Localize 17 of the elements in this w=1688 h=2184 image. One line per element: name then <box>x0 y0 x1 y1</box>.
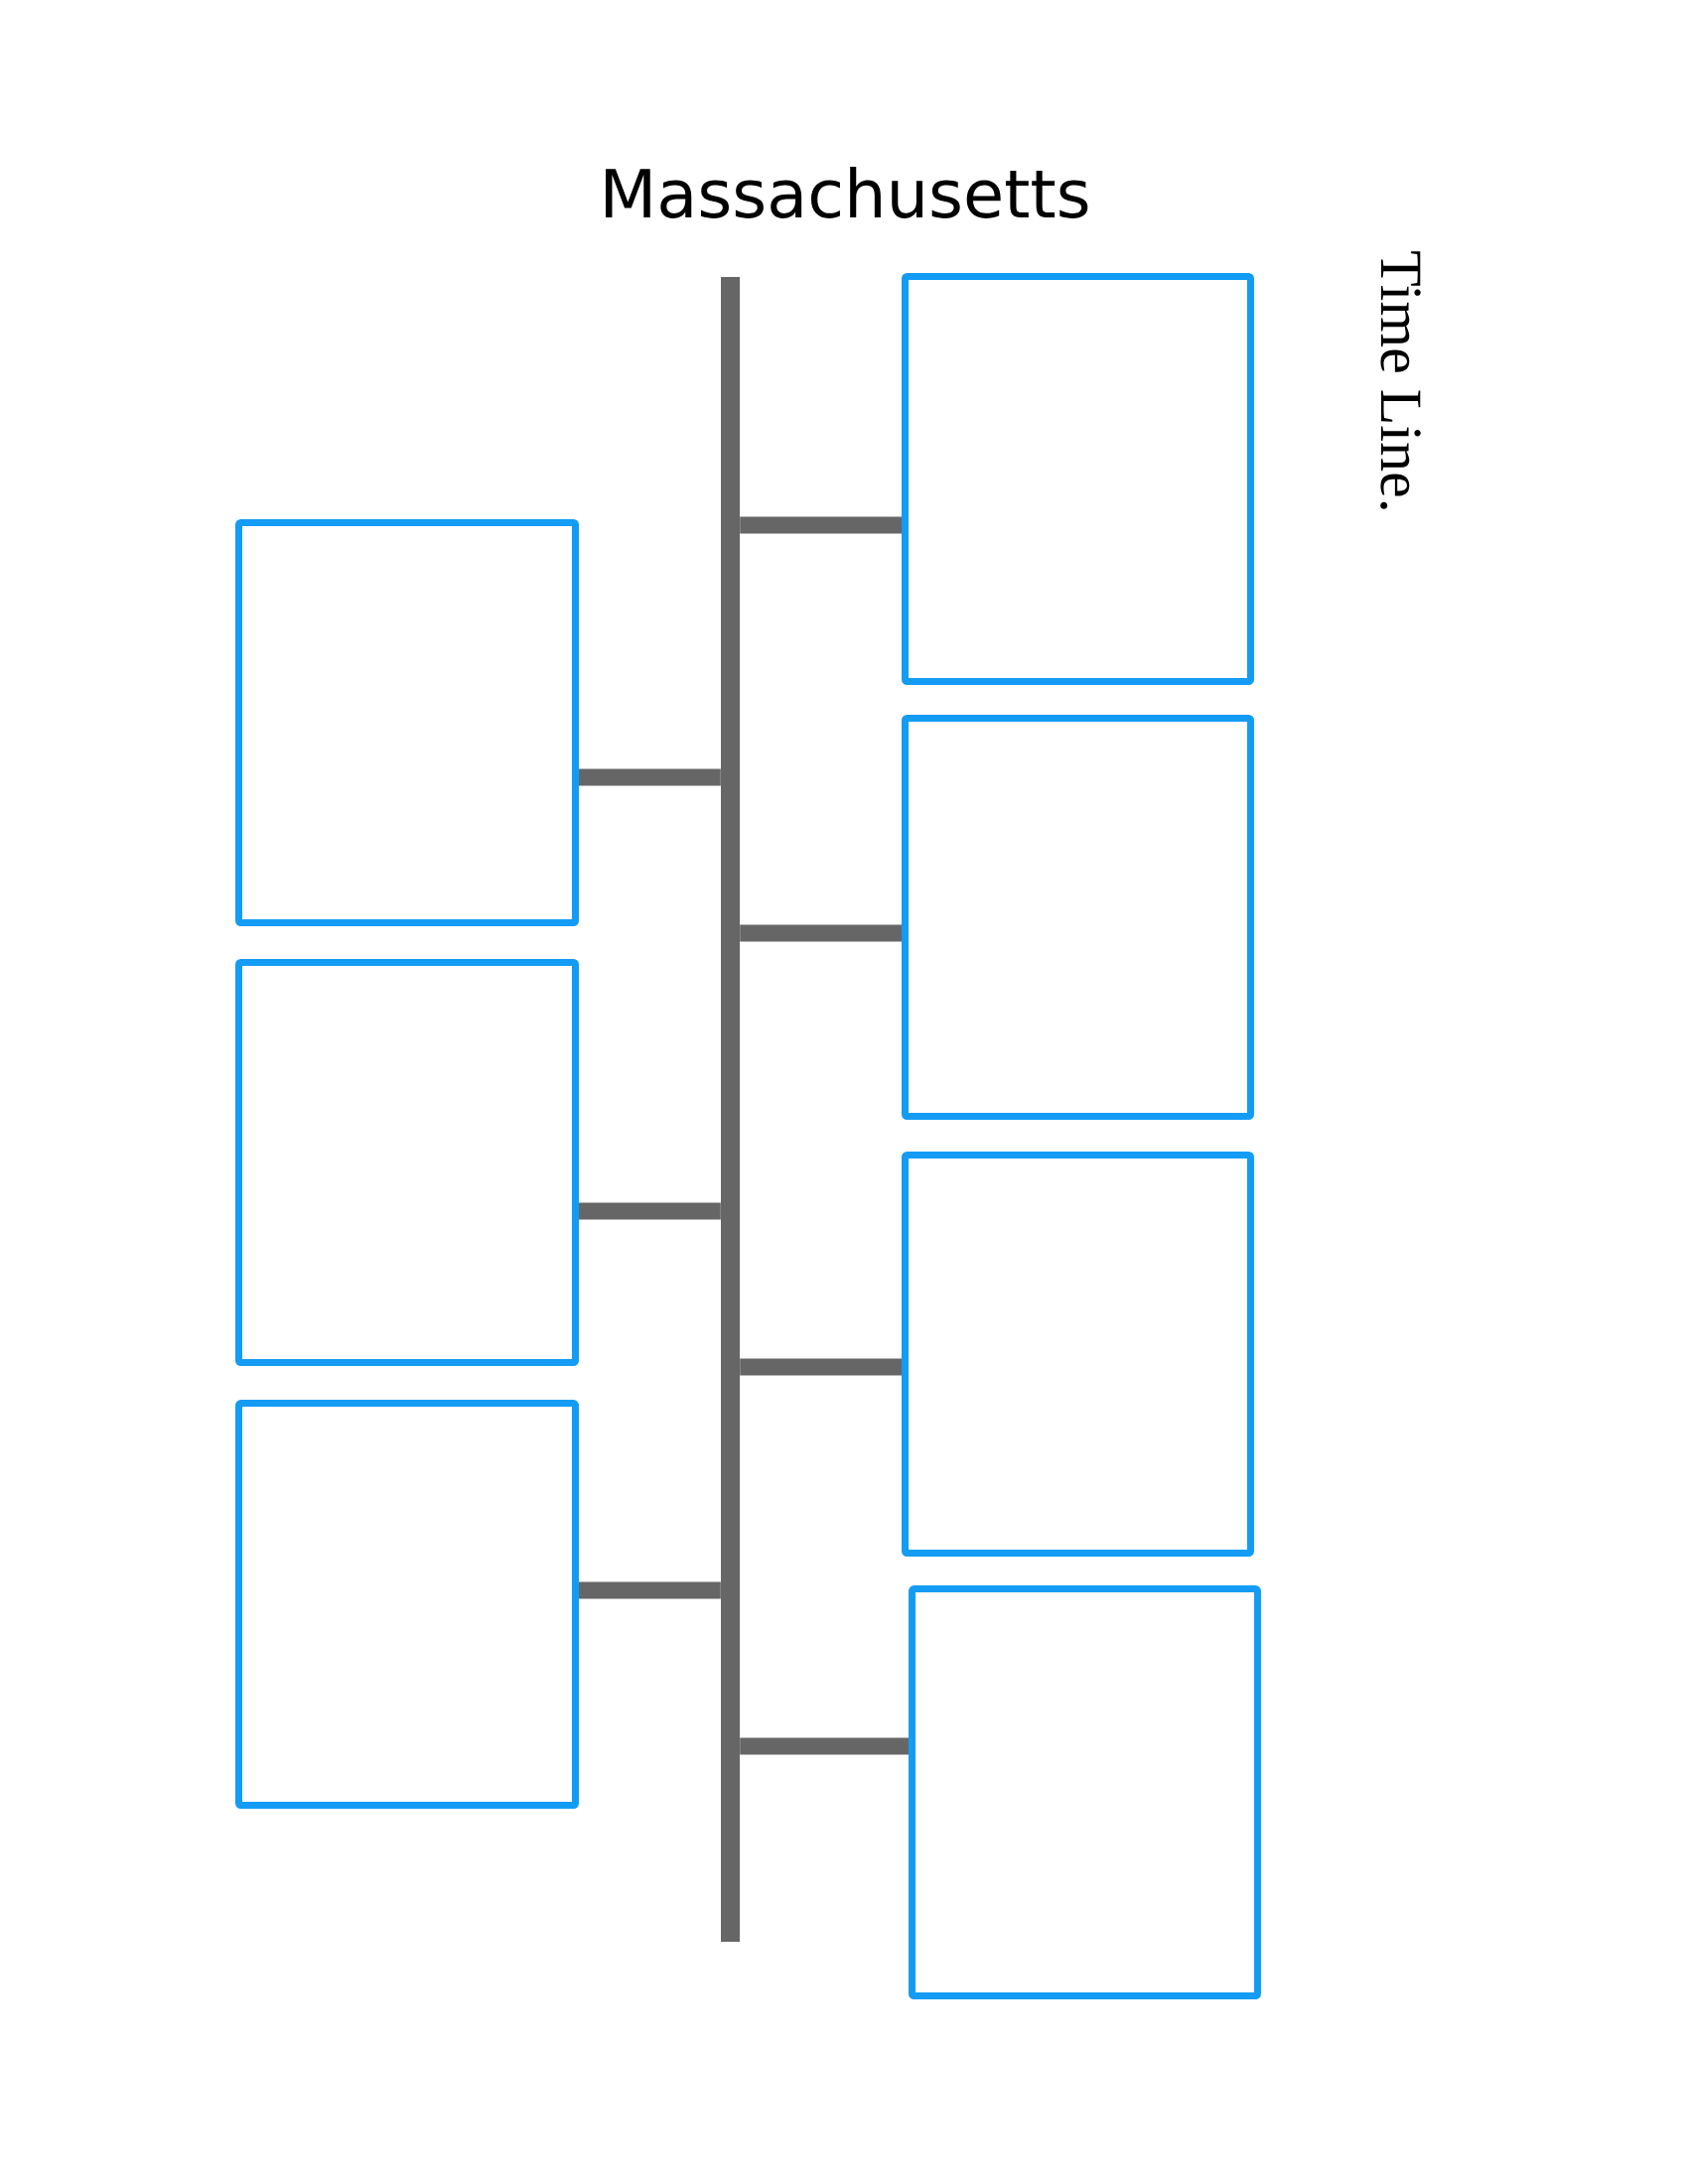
answer-box <box>235 959 579 1366</box>
answer-box <box>902 273 1254 685</box>
answer-box <box>902 1152 1254 1557</box>
answer-box <box>909 1585 1261 1999</box>
title: Massachusetts <box>606 167 1088 218</box>
timeline-bar <box>721 277 740 1942</box>
connector-line <box>740 924 902 942</box>
answer-box <box>902 715 1254 1120</box>
answer-box <box>235 519 579 926</box>
connector-line <box>579 1581 721 1599</box>
connector-line <box>740 1358 902 1376</box>
vertical-label: Time Line. <box>1380 251 1421 509</box>
answer-box <box>235 1400 579 1809</box>
connector-line <box>579 768 721 786</box>
connector-line <box>740 1737 909 1755</box>
connector-line <box>740 516 902 534</box>
connector-line <box>579 1202 721 1220</box>
